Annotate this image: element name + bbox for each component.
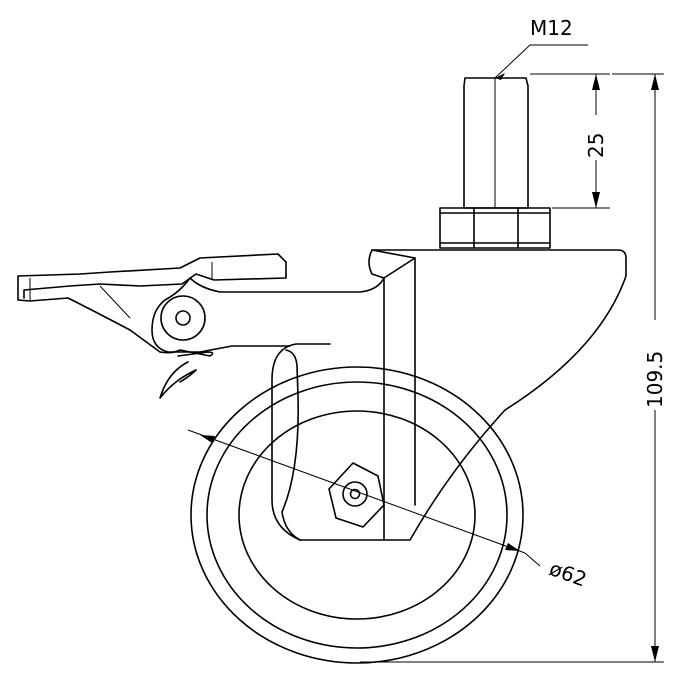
wheel-outer-rim: [190, 366, 524, 664]
brake-pedal-detail-line: [29, 262, 213, 319]
diameter-dimension-line: [187, 429, 526, 554]
stem-length-dimension: 25: [530, 73, 610, 209]
thread-leader-arrow: [495, 73, 505, 80]
stem-arrow-bottom: [592, 192, 600, 208]
pivot-outer-circle: [160, 295, 206, 341]
fork-shoulder: [368, 249, 416, 279]
diameter-arrow-right: [505, 543, 520, 551]
wheel-hub-disc: [238, 410, 476, 620]
fork-housing: [151, 249, 627, 541]
stem-hex-base: [439, 207, 551, 249]
thread-dimension-label: M12: [530, 16, 573, 40]
threaded-stem: [439, 77, 551, 249]
axle-nut: [328, 462, 385, 528]
diameter-leader: [524, 552, 541, 567]
fork-top-plate: [271, 249, 627, 541]
fork-inner-arm: [281, 349, 301, 541]
axle-circle-inner: [349, 488, 361, 500]
overall-height-label: 109.5: [643, 351, 667, 408]
brake-pedal-lever-curve: [159, 361, 197, 399]
diameter-arrow-left: [200, 435, 215, 443]
brake-pedal: [17, 253, 287, 399]
stem-arrow-top: [592, 74, 600, 90]
stem-shaft: [463, 77, 529, 209]
axle-circle-outer: [342, 481, 368, 507]
brake-pedal-outline: [17, 253, 287, 357]
overall-height-dimension: 109.5: [360, 73, 667, 663]
wheel-diameter-dimension: ø62: [187, 429, 590, 592]
brake-body-plate: [151, 277, 385, 353]
axle-hex-nut: [328, 462, 385, 528]
wheel-tread-line: [206, 381, 508, 649]
wheel: [190, 366, 524, 664]
thread-dimension: M12: [494, 16, 588, 80]
stem-length-label: 25: [584, 133, 608, 158]
height-arrow-top: [651, 74, 659, 90]
fork-front-face: [383, 257, 416, 541]
wheel-diameter-label: ø62: [546, 556, 590, 591]
thread-leader-line: [494, 44, 588, 79]
height-arrow-bottom: [651, 646, 659, 662]
pivot-inner-circle: [175, 310, 191, 326]
